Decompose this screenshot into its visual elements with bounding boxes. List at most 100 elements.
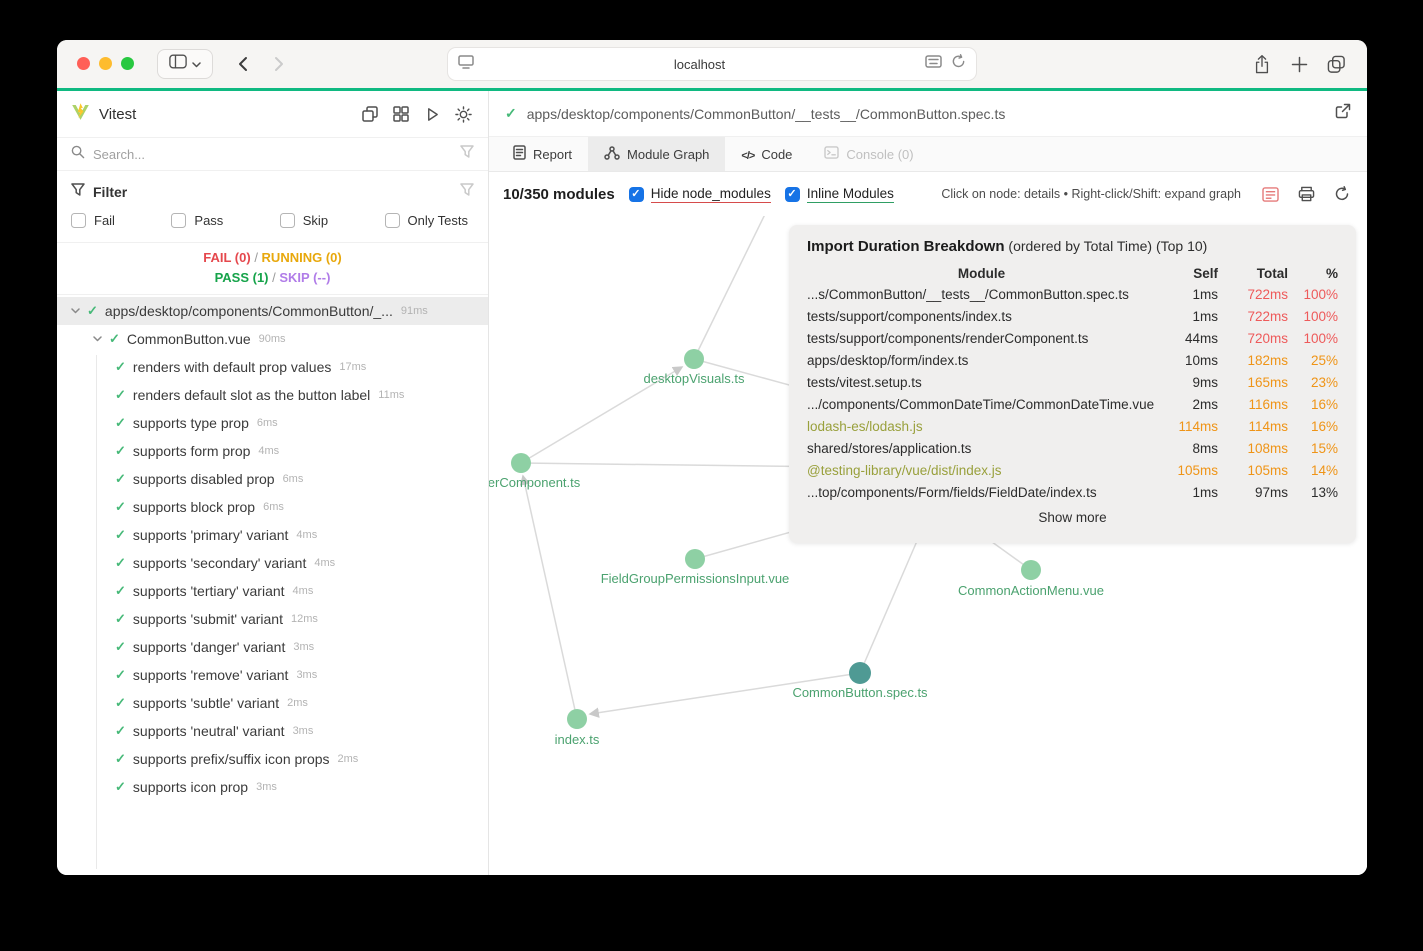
test-case-label: supports 'remove' variant xyxy=(132,667,289,683)
search-filter-icon[interactable] xyxy=(460,145,474,163)
module-node[interactable] xyxy=(684,349,704,369)
back-button[interactable] xyxy=(233,53,255,75)
filter-checkbox-pass[interactable]: Pass xyxy=(171,212,223,228)
inline-modules-checkbox[interactable]: Inline Modules xyxy=(784,186,894,203)
test-file-row[interactable]: ✓ apps/desktop/components/CommonButton/_… xyxy=(57,297,488,325)
self-time: 1ms xyxy=(1192,308,1218,324)
run-all-icon[interactable] xyxy=(421,103,443,125)
module-node[interactable] xyxy=(1021,560,1041,580)
module-node-label[interactable]: CommonActionMenu.vue xyxy=(958,583,1104,598)
module-node-spec[interactable] xyxy=(849,662,871,684)
module-node-label[interactable]: FieldGroupPermissionsInput.vue xyxy=(600,571,790,586)
main-tabs: Report Module Graph Code Console (0) xyxy=(489,137,1367,172)
legend-icon[interactable] xyxy=(1259,183,1281,205)
theme-toggle-icon[interactable] xyxy=(452,103,474,125)
module-node-label[interactable]: desktopVisuals.ts xyxy=(643,371,745,386)
status-separator: / xyxy=(268,270,280,285)
module-node-label[interactable]: CommonButton.spec.ts xyxy=(792,685,928,700)
minimize-window-button[interactable] xyxy=(99,57,112,70)
filter-skip-label: Skip xyxy=(302,212,329,228)
modules-count: 10/350 modules xyxy=(503,185,615,203)
breakdown-subtitle: (ordered by Total Time) (Top 10) xyxy=(1004,238,1208,254)
zoom-window-button[interactable] xyxy=(121,57,134,70)
breakdown-row[interactable]: tests/support/components/renderComponent… xyxy=(807,327,1338,349)
tab-console[interactable]: Console (0) xyxy=(808,137,929,171)
test-duration: 12ms xyxy=(290,613,318,625)
tab-report[interactable]: Report xyxy=(497,137,588,171)
filter-checkbox-skip[interactable]: Skip xyxy=(279,212,329,228)
share-icon[interactable] xyxy=(1251,53,1273,75)
pass-check-icon: ✓ xyxy=(115,723,126,738)
test-duration: 4ms xyxy=(314,557,336,569)
progress-bar xyxy=(57,88,1367,91)
filter-checkbox-only-tests[interactable]: Only Tests xyxy=(384,212,468,228)
breakdown-row[interactable]: .../components/CommonDateTime/CommonDate… xyxy=(807,393,1338,415)
search-input[interactable] xyxy=(93,146,452,162)
extensions-icon[interactable] xyxy=(925,55,942,73)
module-node[interactable] xyxy=(511,453,531,473)
pass-check-icon: ✓ xyxy=(115,499,126,514)
new-tab-icon[interactable] xyxy=(1288,53,1310,75)
total-time: 114ms xyxy=(1248,418,1288,434)
test-duration: 3ms xyxy=(256,781,277,793)
hide-node-modules-checkbox[interactable]: Hide node_modules xyxy=(628,186,771,203)
tab-overview-icon[interactable] xyxy=(1325,53,1347,75)
module-node-label[interactable]: renderComponent.ts xyxy=(489,475,581,490)
reset-graph-icon[interactable] xyxy=(1331,183,1353,205)
module-node[interactable] xyxy=(567,709,587,729)
module-node-label[interactable]: index.ts xyxy=(554,732,600,747)
tab-module-graph[interactable]: Module Graph xyxy=(588,137,726,171)
total-time: 97ms xyxy=(1254,484,1288,500)
module-graph-canvas[interactable]: desktopVisuals.ts renderComponent.ts Fie… xyxy=(489,216,1367,875)
module-node[interactable] xyxy=(685,549,705,569)
tab-code[interactable]: Code xyxy=(725,137,808,171)
chevron-down-icon[interactable] xyxy=(93,336,102,342)
checked-checkbox-icon xyxy=(784,186,800,202)
filter-checkbox-fail[interactable]: Fail xyxy=(71,212,115,228)
browser-sidebar-toggle[interactable] xyxy=(157,49,213,79)
breakdown-row[interactable]: ...top/components/Form/fields/FieldDate/… xyxy=(807,481,1338,503)
reload-icon[interactable] xyxy=(951,54,966,74)
test-case-row[interactable]: ✓renders default slot as the button labe… xyxy=(57,381,488,409)
breakdown-row[interactable]: ...s/CommonButton/__tests__/CommonButton… xyxy=(807,283,1338,305)
export-print-icon[interactable] xyxy=(1295,183,1317,205)
open-in-editor-icon[interactable] xyxy=(1335,103,1351,124)
dashboard-grid-icon[interactable] xyxy=(390,103,412,125)
run-status-summary: FAIL (0) / RUNNING (0) PASS (1) / SKIP (… xyxy=(57,242,488,295)
panels-icon[interactable] xyxy=(359,103,381,125)
module-name: tests/support/components/renderComponent… xyxy=(807,330,1089,346)
pass-check-icon: ✓ xyxy=(87,303,98,318)
page-tools-icon[interactable] xyxy=(458,54,474,74)
test-duration: 2ms xyxy=(337,753,359,765)
chevron-down-icon[interactable] xyxy=(71,308,80,314)
close-window-button[interactable] xyxy=(77,57,90,70)
address-bar[interactable]: localhost xyxy=(447,47,977,81)
forward-button[interactable] xyxy=(267,53,289,75)
filter-clear-icon[interactable] xyxy=(460,183,474,201)
test-case-label: renders with default prop values xyxy=(132,359,332,375)
show-more-button[interactable]: Show more xyxy=(1038,510,1107,525)
test-suite-row[interactable]: ✓ CommonButton.vue 90ms xyxy=(57,325,488,353)
test-file-label: apps/desktop/components/CommonButton/_..… xyxy=(104,303,393,319)
